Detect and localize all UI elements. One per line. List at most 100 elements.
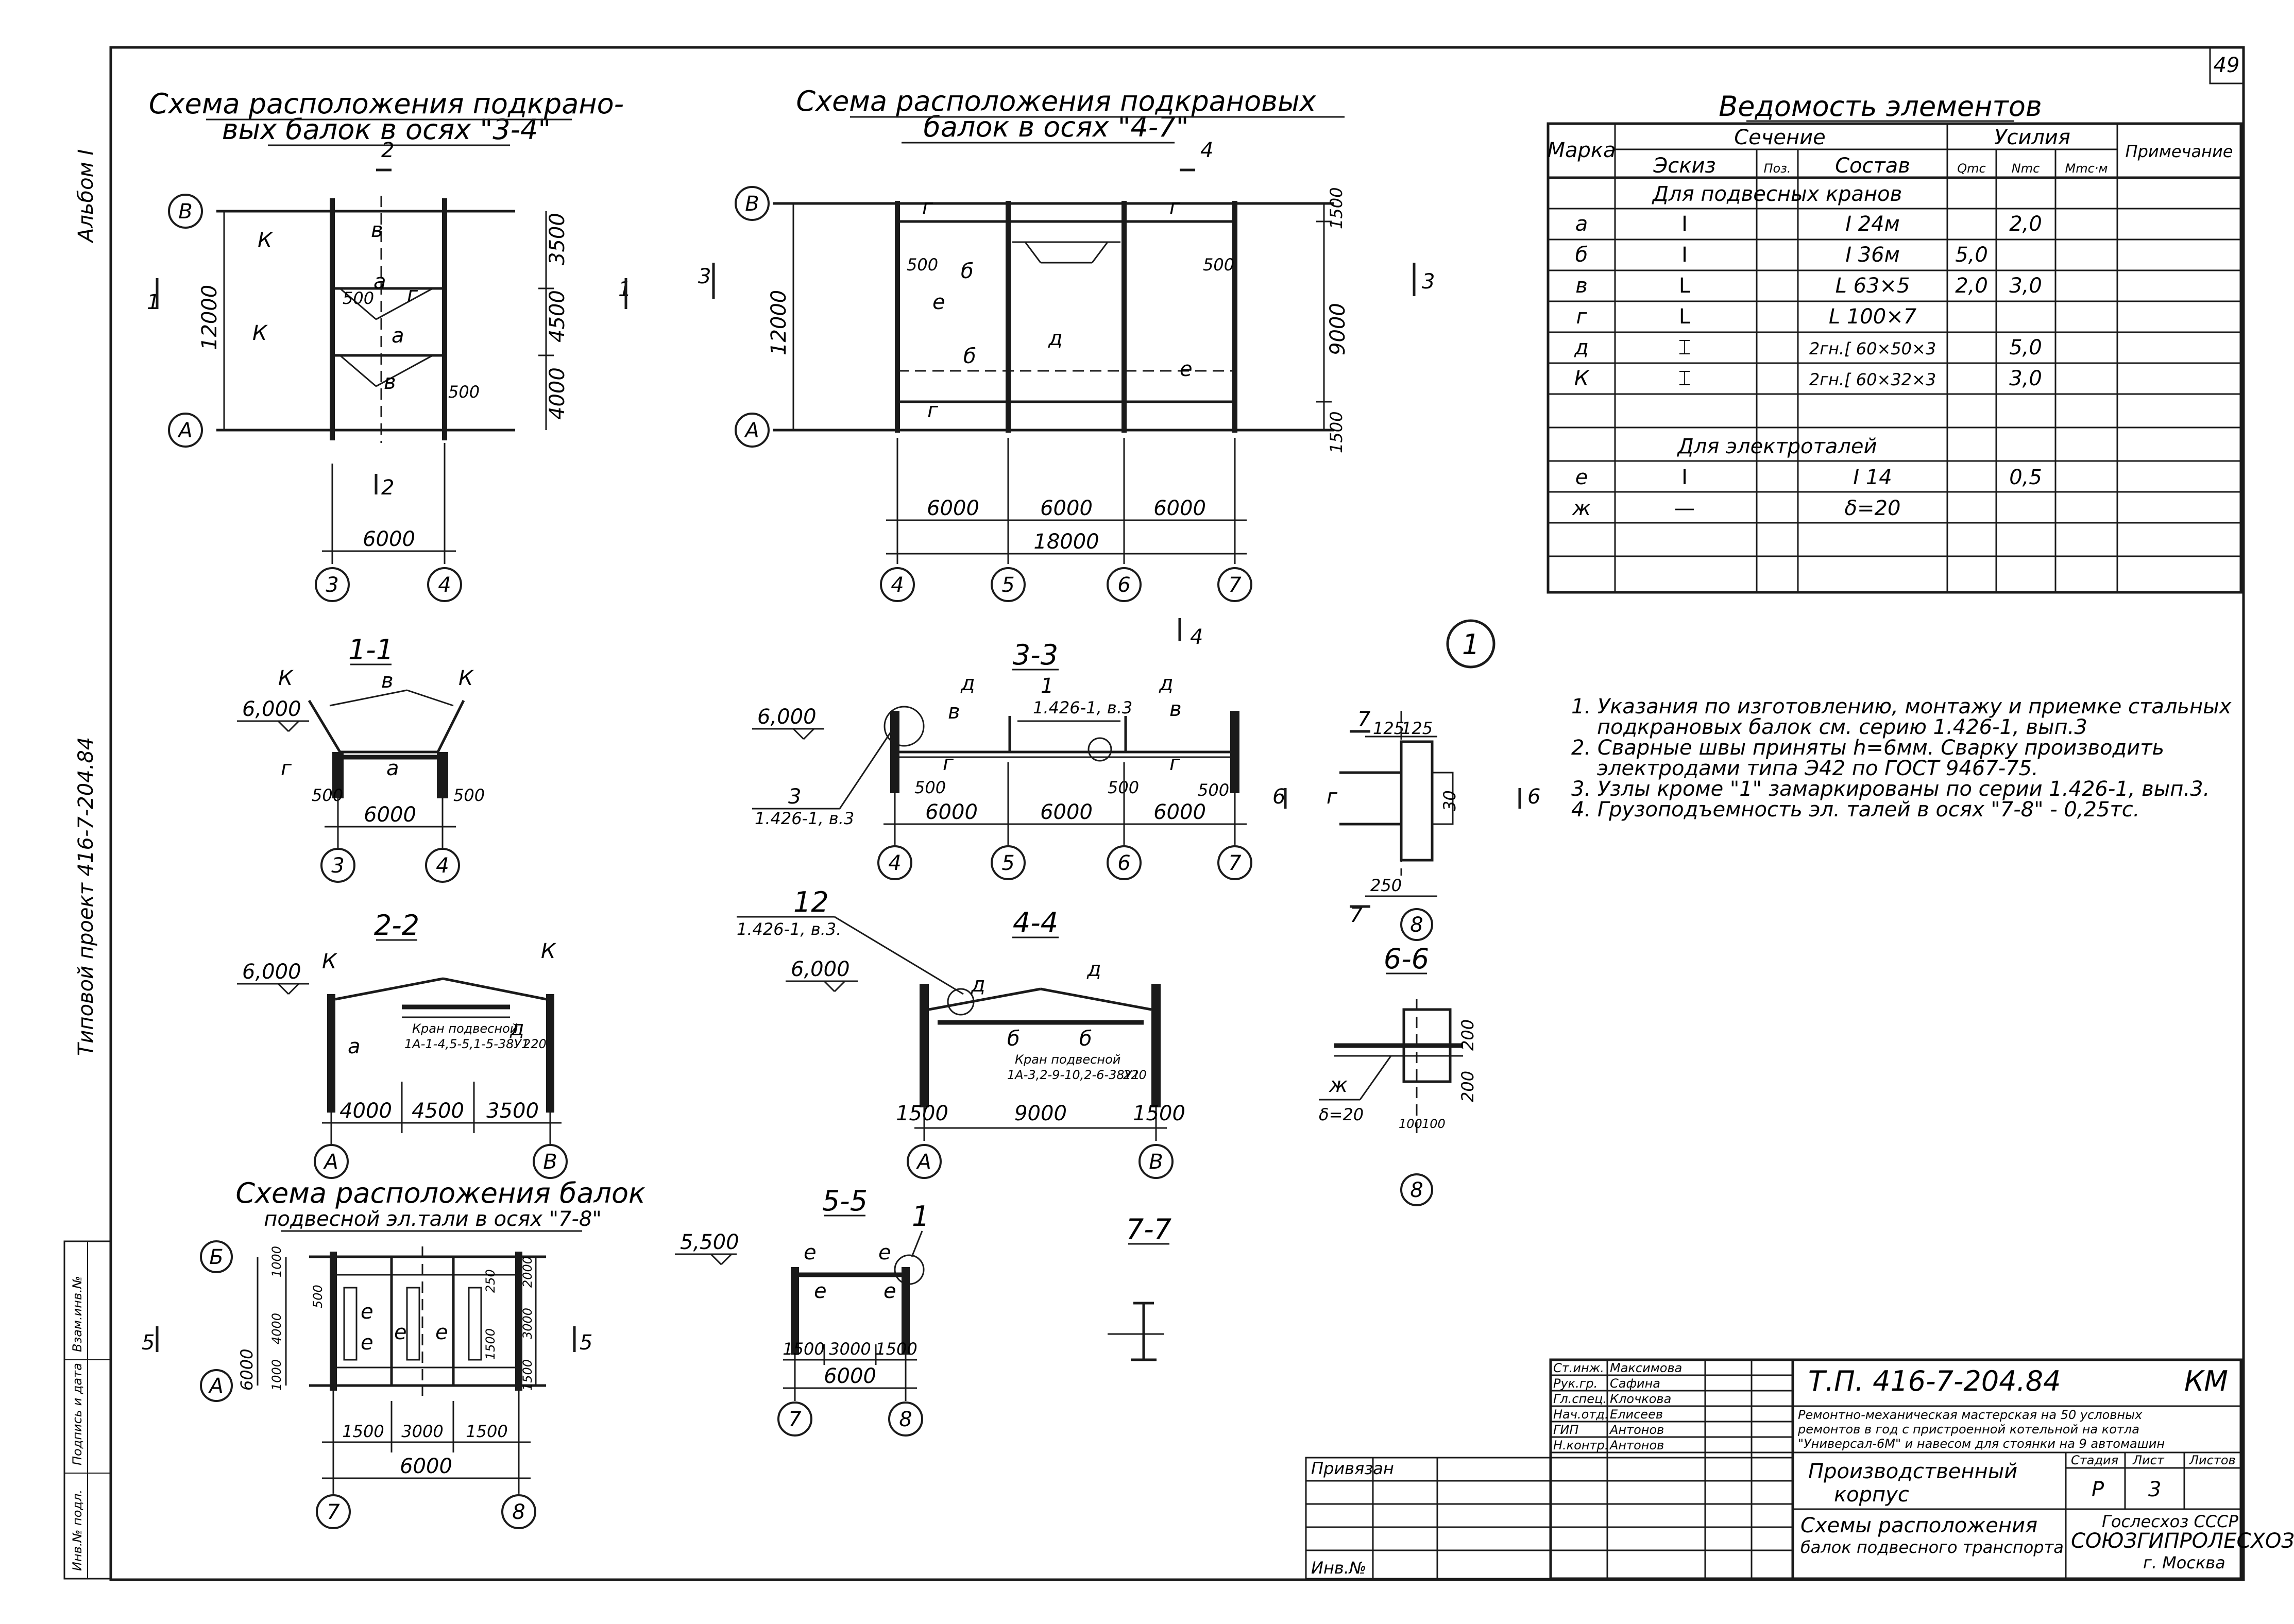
- sec44-mark-d1: д: [971, 973, 985, 997]
- plan78-mark-e1: е: [361, 1300, 373, 1324]
- node1-label: 1: [1462, 628, 1480, 661]
- sec22-mark-d: д: [509, 1017, 524, 1040]
- plan34-cut-top: 2: [381, 139, 394, 162]
- sec44-crane-1: Кран подвесной: [1015, 1052, 1120, 1067]
- plan47-axis-a: А: [743, 419, 759, 442]
- sec33-mark-g2: г: [1169, 751, 1181, 775]
- plan47-dim-full: 18000: [1033, 530, 1099, 554]
- table-row: в L L 63×5 2,0 3,0: [1575, 274, 2042, 298]
- plan78-d-1500a: 1500: [483, 1328, 498, 1360]
- stamp-name-3: Клочкова: [1610, 1392, 1671, 1406]
- plan78-d-4000: 4000: [269, 1313, 284, 1344]
- stamp-role-3: Гл.спец.: [1553, 1392, 1607, 1406]
- plan78-d-2000: 2000: [520, 1256, 535, 1288]
- svg-text:е: е: [1575, 466, 1588, 489]
- plan47-dim-total: 12000: [767, 290, 791, 355]
- plan34-mark-g: г: [407, 283, 418, 306]
- svg-text:0,5: 0,5: [2009, 466, 2042, 489]
- sec44-d2: 9000: [1014, 1102, 1067, 1125]
- stamp-sheet: 3: [2148, 1478, 2161, 1501]
- svg-text:5,0: 5,0: [1955, 243, 1988, 267]
- plan47-dim-s3: 6000: [1153, 497, 1206, 520]
- table-row: ж — δ=20: [1572, 497, 1900, 520]
- plan47-title-2: балок в осях "4-7": [924, 111, 1189, 143]
- svg-text:L: L: [1679, 274, 1691, 298]
- plan34-axis-4: 4: [438, 573, 451, 597]
- plan47-mark-b2: б: [963, 345, 976, 368]
- plan47-axis-7: 7: [1228, 573, 1242, 597]
- plan47-dim-1500b: 1500: [1327, 412, 1346, 453]
- sec33-mark-d1: д: [960, 672, 975, 695]
- plan78-d-1500b: 1500: [342, 1422, 384, 1441]
- sec33-node1: 1: [1041, 674, 1053, 698]
- node1-d125a: 125: [1373, 719, 1404, 738]
- plan78-mark-e4: е: [435, 1321, 448, 1344]
- plan47-cut3: 3: [698, 265, 711, 288]
- section-1-1: 1-1 6,000 К К в а г 500 500 6000 3 4: [237, 634, 485, 883]
- plan34-dim-c: 4000: [546, 367, 569, 420]
- plan34-cut-bottom: 2: [381, 476, 394, 500]
- sec55-d1: 1500: [783, 1339, 824, 1359]
- table-h-pos: Поз.: [1763, 161, 1791, 176]
- plan34-dim-b: 4500: [546, 290, 569, 343]
- sec33-axis-7: 7: [1228, 851, 1242, 875]
- plan47-axis-v: В: [745, 192, 759, 216]
- table-row: е I I 14 0,5: [1575, 466, 2042, 489]
- elements-schedule: Ведомость элементов Марка Сечение Усилия…: [1547, 90, 2242, 594]
- plan47-dim-s1: 6000: [927, 497, 979, 520]
- node1-d30: 30: [1440, 790, 1459, 811]
- plan78-axis-7: 7: [327, 1500, 340, 1524]
- plan78-d-1500d: 1500: [466, 1422, 507, 1441]
- note-1a: 1. Указания по изготовлению, монтажу и п…: [1571, 695, 2232, 719]
- sec33-axis-5: 5: [1001, 851, 1014, 875]
- general-notes: 1. Указания по изготовлению, монтажу и п…: [1571, 695, 2232, 822]
- plan78-mark-e2: е: [361, 1331, 373, 1355]
- svg-text:⌶: ⌶: [1678, 367, 1691, 390]
- plan34-mark-k1: К: [258, 229, 273, 252]
- stamp-project-2: ремонтов в год с пристроенной котельной …: [1797, 1422, 2139, 1437]
- sec11-span: 6000: [364, 803, 416, 827]
- plan47-mark-d: д: [1048, 327, 1063, 350]
- sec44-node-num: 12: [793, 886, 829, 918]
- svg-text:в: в: [1575, 274, 1588, 298]
- sec22-mark-k1: К: [322, 950, 337, 973]
- sec22-axis-a: А: [322, 1150, 338, 1174]
- sec44-mark-d2: д: [1086, 958, 1101, 981]
- section-6-6: 6-6 200 200 ж δ=20 100 100 8: [1319, 943, 1477, 1206]
- plan78-cut5: 5: [142, 1331, 155, 1355]
- sec66-delta: δ=20: [1319, 1105, 1364, 1124]
- sec22-d1: 4000: [339, 1099, 392, 1123]
- plan78-d-3000: 3000: [401, 1422, 443, 1441]
- sec66-d100a: 100: [1399, 1117, 1422, 1131]
- svg-text:ж: ж: [1572, 497, 1591, 520]
- stamp-stage: Р: [2092, 1478, 2104, 1501]
- stamp-h-stage: Стадия: [2071, 1453, 2118, 1467]
- table-row: К ⌶ 2гн.[ 60×32×3 3,0: [1574, 367, 2042, 390]
- sec44-mark-b2: б: [1079, 1027, 1092, 1051]
- plan78-d-1000b: 1000: [269, 1359, 284, 1391]
- sec55-mark-e1: е: [804, 1241, 817, 1264]
- plan34-title-1: Схема расположения подкрано-: [149, 88, 624, 120]
- sec33-level: 6,000: [757, 705, 817, 729]
- stamp-name-2: Сафина: [1610, 1376, 1660, 1391]
- section-2-2: 2-2 6,000 К К а д Кран подвесной 1А-1-4,…: [237, 909, 568, 1179]
- sec11-d500b: 500: [453, 785, 485, 805]
- stamp-name-5: Антонов: [1609, 1423, 1664, 1437]
- stamp-role-4: Нач.отд.: [1553, 1407, 1608, 1422]
- title-block: Привязан Инв.№ Ст.инж. Максимова Рук.гр.…: [1305, 1358, 2294, 1580]
- plan34-dim-span: 6000: [363, 527, 415, 551]
- plan78-mark-e3: е: [394, 1321, 407, 1344]
- sec33-s1: 6000: [925, 800, 978, 824]
- table-h-sketch: Эскиз: [1653, 154, 1715, 178]
- stamp-project-3: "Универсал-6М" и навесом для стоянки на …: [1798, 1437, 2165, 1451]
- sec11-axis-3: 3: [331, 854, 344, 878]
- strip-vzam: Взам.инв.№: [70, 1276, 84, 1352]
- sec55-node: 1: [912, 1200, 929, 1233]
- note-3: 3. Узлы кроме "1" замаркированы по серии…: [1571, 777, 2210, 801]
- stamp-org-2: СОЮЗГИПРОЛЕСХОЗ: [2071, 1529, 2294, 1553]
- sec11-level: 6,000: [242, 697, 301, 721]
- sec44-axis-v: В: [1149, 1150, 1163, 1174]
- node1-cut7: 7: [1357, 708, 1371, 731]
- plan47-mark-g2: г: [1169, 195, 1181, 219]
